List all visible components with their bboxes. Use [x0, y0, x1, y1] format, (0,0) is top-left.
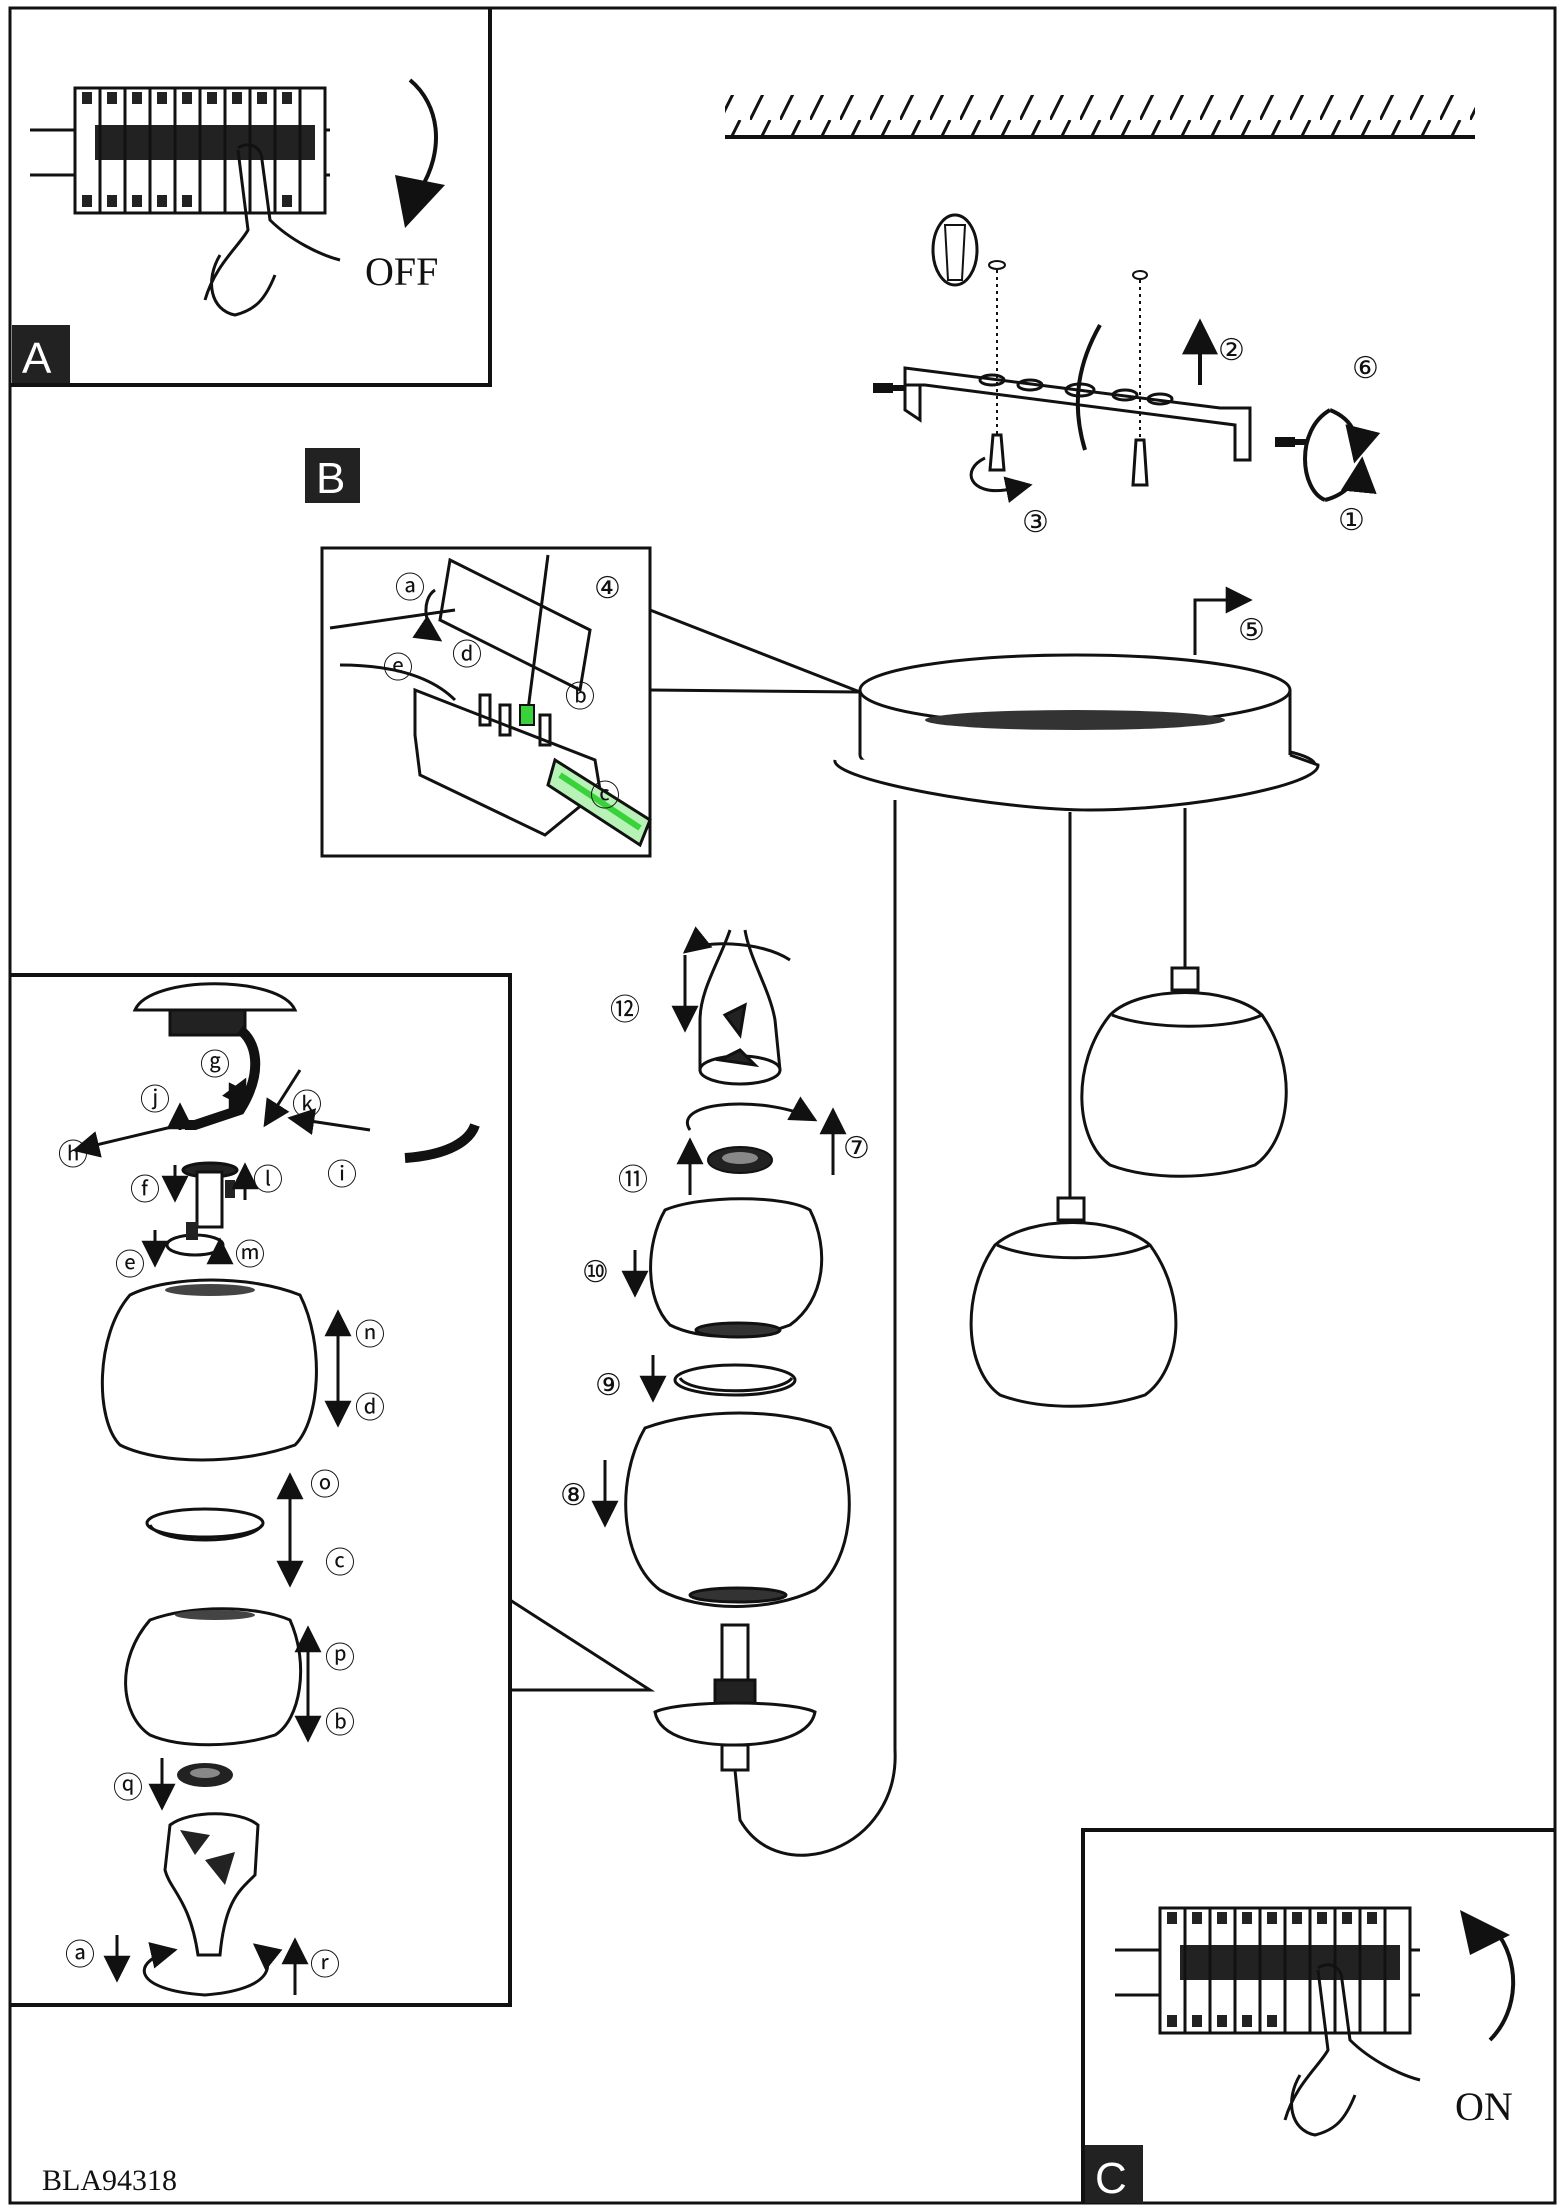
step-1: ①: [1338, 504, 1365, 537]
screw-right: [1275, 437, 1307, 447]
left-step-e: ⓔ: [115, 1249, 145, 1282]
ceiling-hatch: [725, 95, 1475, 137]
left-step-g: ⓖ: [200, 1049, 230, 1082]
detail-b: ⓑ: [565, 681, 595, 714]
step-12: ⑫: [610, 994, 640, 1027]
left-step-b: ⓑ: [325, 1707, 355, 1740]
panel-c-tag: [1085, 2145, 1143, 2203]
left-step-j: ⓙ: [140, 1084, 170, 1117]
step-3: ③: [1022, 506, 1049, 539]
left-step-m: ⓜ: [235, 1239, 265, 1272]
outer-glass-step-8: [624, 1411, 851, 1608]
detail-e: ⓔ: [383, 652, 413, 685]
step-10: ⑩: [582, 1256, 609, 1289]
panel-a-tag-text: A: [22, 334, 52, 383]
breaker-panel-icon: [1115, 1906, 1420, 2035]
left-step-k: ⓚ: [292, 1089, 322, 1122]
step-9: ⑨: [595, 1369, 622, 1402]
panel-a: OFF A: [10, 8, 492, 387]
detail-c: ⓒ: [590, 780, 620, 813]
arrow-step-5: [1193, 586, 1253, 655]
left-step-d: ⓓ: [355, 1392, 385, 1425]
panel-c-tag-text: C: [1095, 2154, 1127, 2203]
screw-left: [873, 383, 905, 393]
lamp-holder-base: [653, 1623, 817, 1772]
pendant-shade-left: [969, 1196, 1178, 1408]
left-step-i: ⓘ: [327, 1159, 357, 1192]
page-border: [8, 6, 1557, 2205]
left-step-p: ⓟ: [325, 1642, 355, 1675]
panel-a-tag: [12, 325, 70, 383]
step-6: ⑥: [1352, 352, 1379, 385]
left-step-l: ⓛ: [253, 1164, 283, 1197]
rotate-arrow-icon: [1488, 1928, 1516, 2042]
ring-nut-step-11: [707, 1146, 773, 1174]
dowel-icon: [931, 213, 1149, 487]
arrow-rotate-1: [1329, 408, 1381, 464]
on-label: ON: [1455, 2084, 1513, 2129]
left-step-o: ⓞ: [310, 1469, 340, 1502]
left-step-n: ⓝ: [355, 1319, 385, 1352]
panel-b-tag-text: B: [316, 454, 345, 503]
off-label: OFF: [365, 249, 438, 294]
pendant-shade-right: [1080, 966, 1288, 1178]
step-11: ⑪: [618, 1164, 648, 1197]
hand-icon: [1283, 1963, 1421, 2137]
step-4: ④: [594, 572, 621, 605]
left-step-a: ⓐ: [65, 1939, 95, 1972]
panel-b-tag: [305, 448, 360, 503]
left-step-h: ⓗ: [58, 1139, 88, 1172]
rotate-arrow-icon: [408, 78, 438, 192]
step-7: ⑦: [843, 1132, 870, 1165]
detail-a: ⓐ: [395, 572, 425, 605]
socket-step-12: [698, 929, 782, 1086]
panel-c: ON C: [1081, 1828, 1555, 2203]
canopy: [833, 653, 1320, 812]
inner-glass-step-10: [649, 1197, 824, 1339]
step-2: ②: [1218, 334, 1245, 367]
mounting-bracket: [903, 324, 1252, 462]
document-code: BLA94318: [42, 2164, 177, 2197]
wiring-detail-box: ⓐ ⓑ ⓒ ⓓ ⓔ ④: [320, 546, 861, 858]
left-panel-callout: [509, 1598, 656, 1692]
step-8: ⑧: [560, 1479, 587, 1512]
breaker-panel-icon: [30, 86, 330, 215]
hand-icon: [203, 143, 341, 317]
plate-step-9: [673, 1363, 797, 1397]
step-5: ⑤: [1238, 614, 1265, 647]
left-step-r: ⓡ: [310, 1949, 340, 1982]
left-step-c: ⓒ: [325, 1547, 355, 1580]
left-step-q: ⓠ: [113, 1772, 143, 1805]
left-step-f: ⓕ: [130, 1174, 160, 1207]
detail-d: ⓓ: [452, 639, 482, 672]
left-detail-panel: ⓖ ⓙ ⓚ ⓗ ⓘ ⓕ ⓛ ⓔ ⓜ ⓝ ⓓ ⓞ ⓒ ⓟ ⓑ ⓠ ⓐ ⓡ: [10, 973, 512, 2007]
arrow-step-3: [969, 456, 1033, 504]
arrow-rotate-7: [686, 1096, 818, 1131]
arrow-rotate-6: [1303, 408, 1332, 502]
cable-long: [733, 800, 897, 1857]
